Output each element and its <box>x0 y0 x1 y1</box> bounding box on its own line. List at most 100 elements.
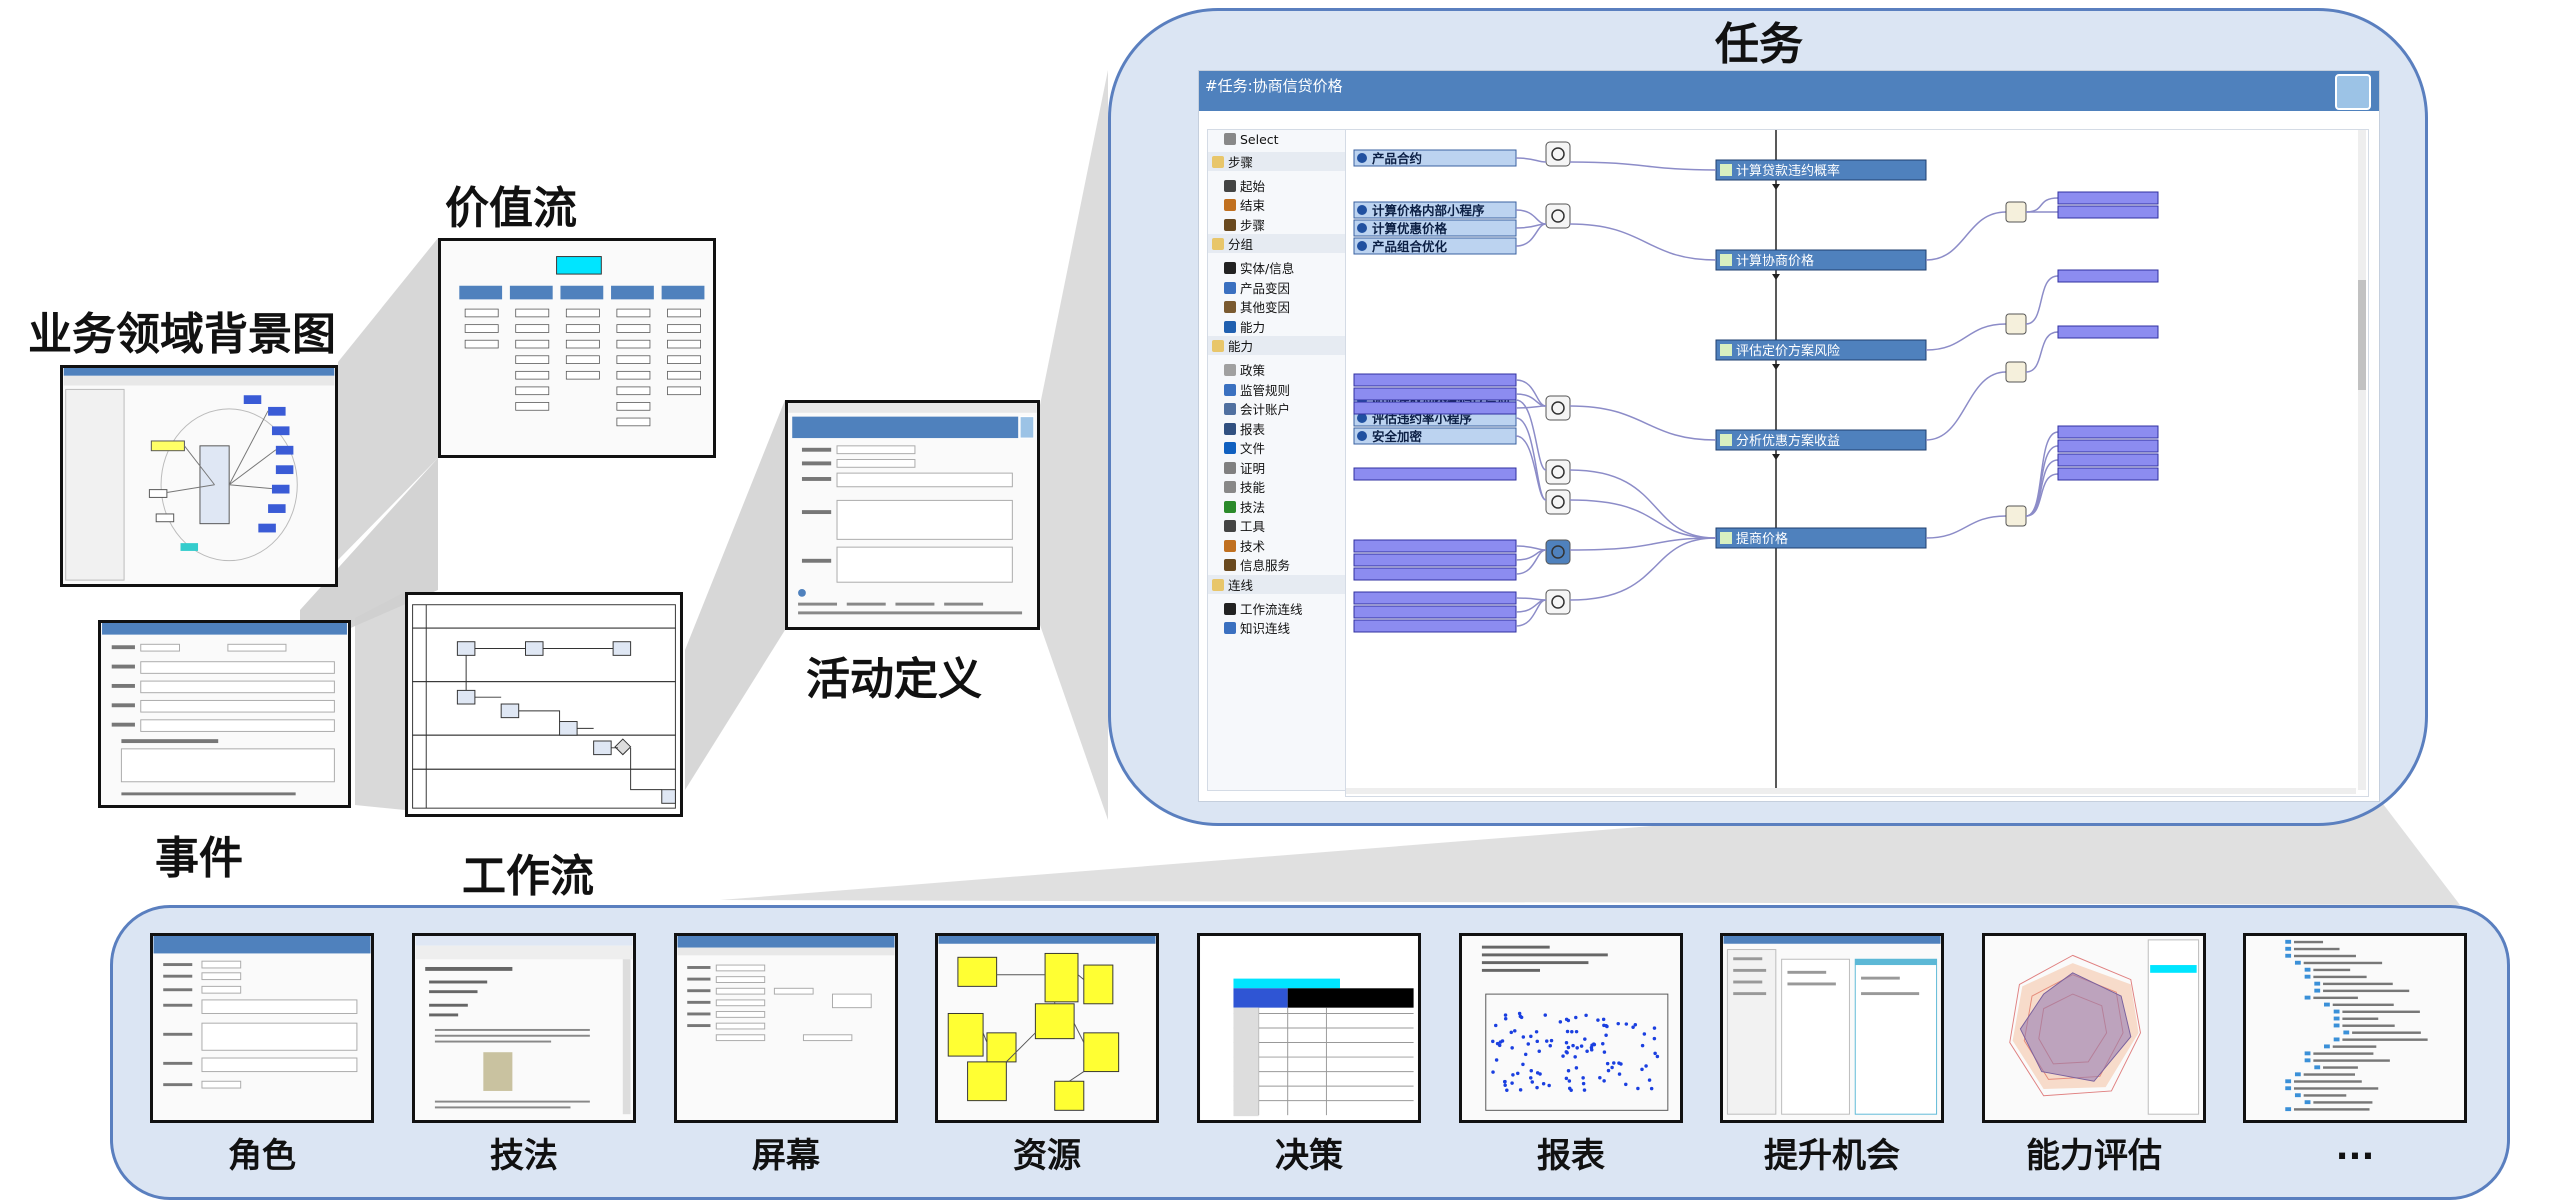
tool-icon <box>1224 403 1236 415</box>
step-icon <box>1720 164 1732 176</box>
toolbox-item[interactable]: 报表 <box>1208 419 1364 438</box>
knowledge-node <box>1545 489 1571 515</box>
horizontal-scrollbar <box>1346 788 2356 794</box>
toolbox-item[interactable]: 知识连线 <box>1208 618 1364 637</box>
scatter-point <box>1582 1088 1587 1092</box>
toolbox-item[interactable]: Select <box>1208 132 1364 151</box>
scatter-point <box>1655 1054 1660 1059</box>
tree-node-icon <box>2285 1086 2292 1091</box>
more-thumbnail-art <box>2285 939 2428 1112</box>
tree-node-icon <box>2314 981 2321 986</box>
tool-icon <box>1224 383 1236 396</box>
tree-node-icon <box>2333 1023 2340 1028</box>
input-box[interactable]: 计算价格内部小程序 <box>1353 201 1517 219</box>
tool-icon <box>1224 539 1236 552</box>
folder-icon <box>1212 578 1224 591</box>
toolbox-item[interactable]: 能力 <box>1208 317 1364 336</box>
toolbox-group[interactable]: 能力 <box>1208 336 1352 355</box>
step-label: 提商价格 <box>1736 531 1788 547</box>
knowledge-icon <box>1551 401 1565 415</box>
tree-node-line <box>2342 1010 2420 1013</box>
toolbox-item-label: 连线 <box>1228 577 1254 593</box>
folder-icon <box>1212 238 1224 250</box>
toolbox-group[interactable]: 步骤 <box>1208 151 1352 171</box>
scatter-point <box>1624 1022 1629 1026</box>
scatter-point <box>1529 1076 1533 1080</box>
toolbox-item[interactable]: 政策 <box>1208 360 1364 379</box>
tree-node-icon <box>2285 946 2292 951</box>
input-box-small <box>1353 605 1517 619</box>
output-node <box>2005 313 2027 335</box>
toolbox-item-label: 信息服务 <box>1240 558 1291 573</box>
toolbox-item[interactable]: 结束 <box>1208 195 1364 214</box>
toolbox-item[interactable]: 起始 <box>1208 176 1364 195</box>
tree-node-line <box>2293 954 2356 958</box>
toolbox-item[interactable]: 步骤 <box>1208 215 1364 234</box>
toolbox-item[interactable]: 产品变因 <box>1208 278 1364 297</box>
report-thumbnail-art <box>1481 945 1669 1111</box>
toolbox-item-label: 实体/信息 <box>1240 261 1295 276</box>
tree-node-line <box>2293 940 2324 944</box>
input-box[interactable]: 产品组合优化 <box>1353 237 1517 255</box>
knowledge-connector <box>1515 209 1547 225</box>
knowledge-connector <box>1515 223 1547 247</box>
scatter-point <box>1574 1029 1579 1034</box>
input-box[interactable]: 产品合约 <box>1353 149 1517 167</box>
diagram-canvas[interactable]: 计算贷款违约概率计算协商价格评估定价方案风险分析优惠方案收益提商价格 产品合约计算… <box>1345 129 2369 797</box>
scatter-point <box>1517 1011 1522 1016</box>
input-label: 产品合约 <box>1372 151 1422 166</box>
step-label: 计算协商价格 <box>1736 253 1814 269</box>
scatter-point <box>1633 1023 1638 1027</box>
scatter-point <box>1534 1030 1539 1034</box>
tree-node-icon <box>2294 960 2301 965</box>
scatter-point <box>1535 1039 1540 1044</box>
toolbox-group[interactable]: 分组 <box>1208 234 1352 253</box>
input-box[interactable]: 计算优惠价格 <box>1353 219 1517 237</box>
knowledge-icon <box>1551 209 1565 223</box>
task-panel-title: 任务 <box>1715 19 1803 70</box>
toolbox-item[interactable]: 实体/信息 <box>1208 258 1364 277</box>
step-box[interactable]: 计算贷款违约概率 <box>1715 159 1927 181</box>
tool-icon <box>1224 179 1236 192</box>
toolbox-item[interactable]: 工作流连线 <box>1208 599 1364 618</box>
toolbox-group[interactable]: 连线 <box>1208 574 1352 594</box>
toolbox-item-label: 能力 <box>1240 319 1266 335</box>
tree-node-line <box>2332 1003 2394 1007</box>
step-box[interactable]: 评估定价方案风险 <box>1715 339 1927 361</box>
toolbox-item[interactable]: 技能 <box>1208 477 1364 496</box>
toolbox-item[interactable]: 证明 <box>1208 458 1364 477</box>
step-box[interactable]: 提商价格 <box>1715 527 1927 549</box>
toolbox-item[interactable]: 其他变因 <box>1208 297 1364 316</box>
tree-node-icon <box>2285 1079 2292 1084</box>
tree-node-icon <box>2333 1037 2340 1042</box>
output-connector <box>1925 371 2007 441</box>
toolbox-item[interactable]: 监管规则 <box>1208 380 1364 399</box>
toolbox-item[interactable]: 技法 <box>1208 497 1364 516</box>
scatter-point <box>1494 1023 1498 1028</box>
help-icon[interactable] <box>2335 74 2371 110</box>
toolbox-item[interactable]: 文件 <box>1208 438 1364 457</box>
scatter-point <box>1605 1061 1610 1066</box>
tree-node-line <box>2342 1024 2395 1027</box>
scatter-point <box>1649 1086 1654 1091</box>
label-decision: 决策 <box>1275 1136 1343 1176</box>
tree-node-icon <box>2285 953 2292 958</box>
role-thumbnail <box>150 933 374 1123</box>
scatter-point <box>1565 1029 1570 1034</box>
knowledge-node <box>1545 395 1571 421</box>
scatter-point <box>1616 1021 1620 1026</box>
step-box[interactable]: 计算协商价格 <box>1715 249 1927 271</box>
toolbox-item[interactable]: 会计账户 <box>1208 399 1364 418</box>
input-icon <box>1357 205 1367 215</box>
tool-icon <box>1224 218 1236 231</box>
toolbox-item[interactable]: 工具 <box>1208 516 1364 535</box>
scatter-point <box>1640 1043 1645 1048</box>
step-box[interactable]: 分析优惠方案收益 <box>1715 429 1927 451</box>
step-icon <box>1720 434 1732 446</box>
toolbox-item-label: 步骤 <box>1228 154 1254 170</box>
input-box[interactable]: 安全加密 <box>1353 427 1517 445</box>
toolbox-item[interactable]: 技术 <box>1208 536 1364 555</box>
output-box <box>2057 453 2159 467</box>
toolbox-item[interactable]: 信息服务 <box>1208 555 1364 574</box>
